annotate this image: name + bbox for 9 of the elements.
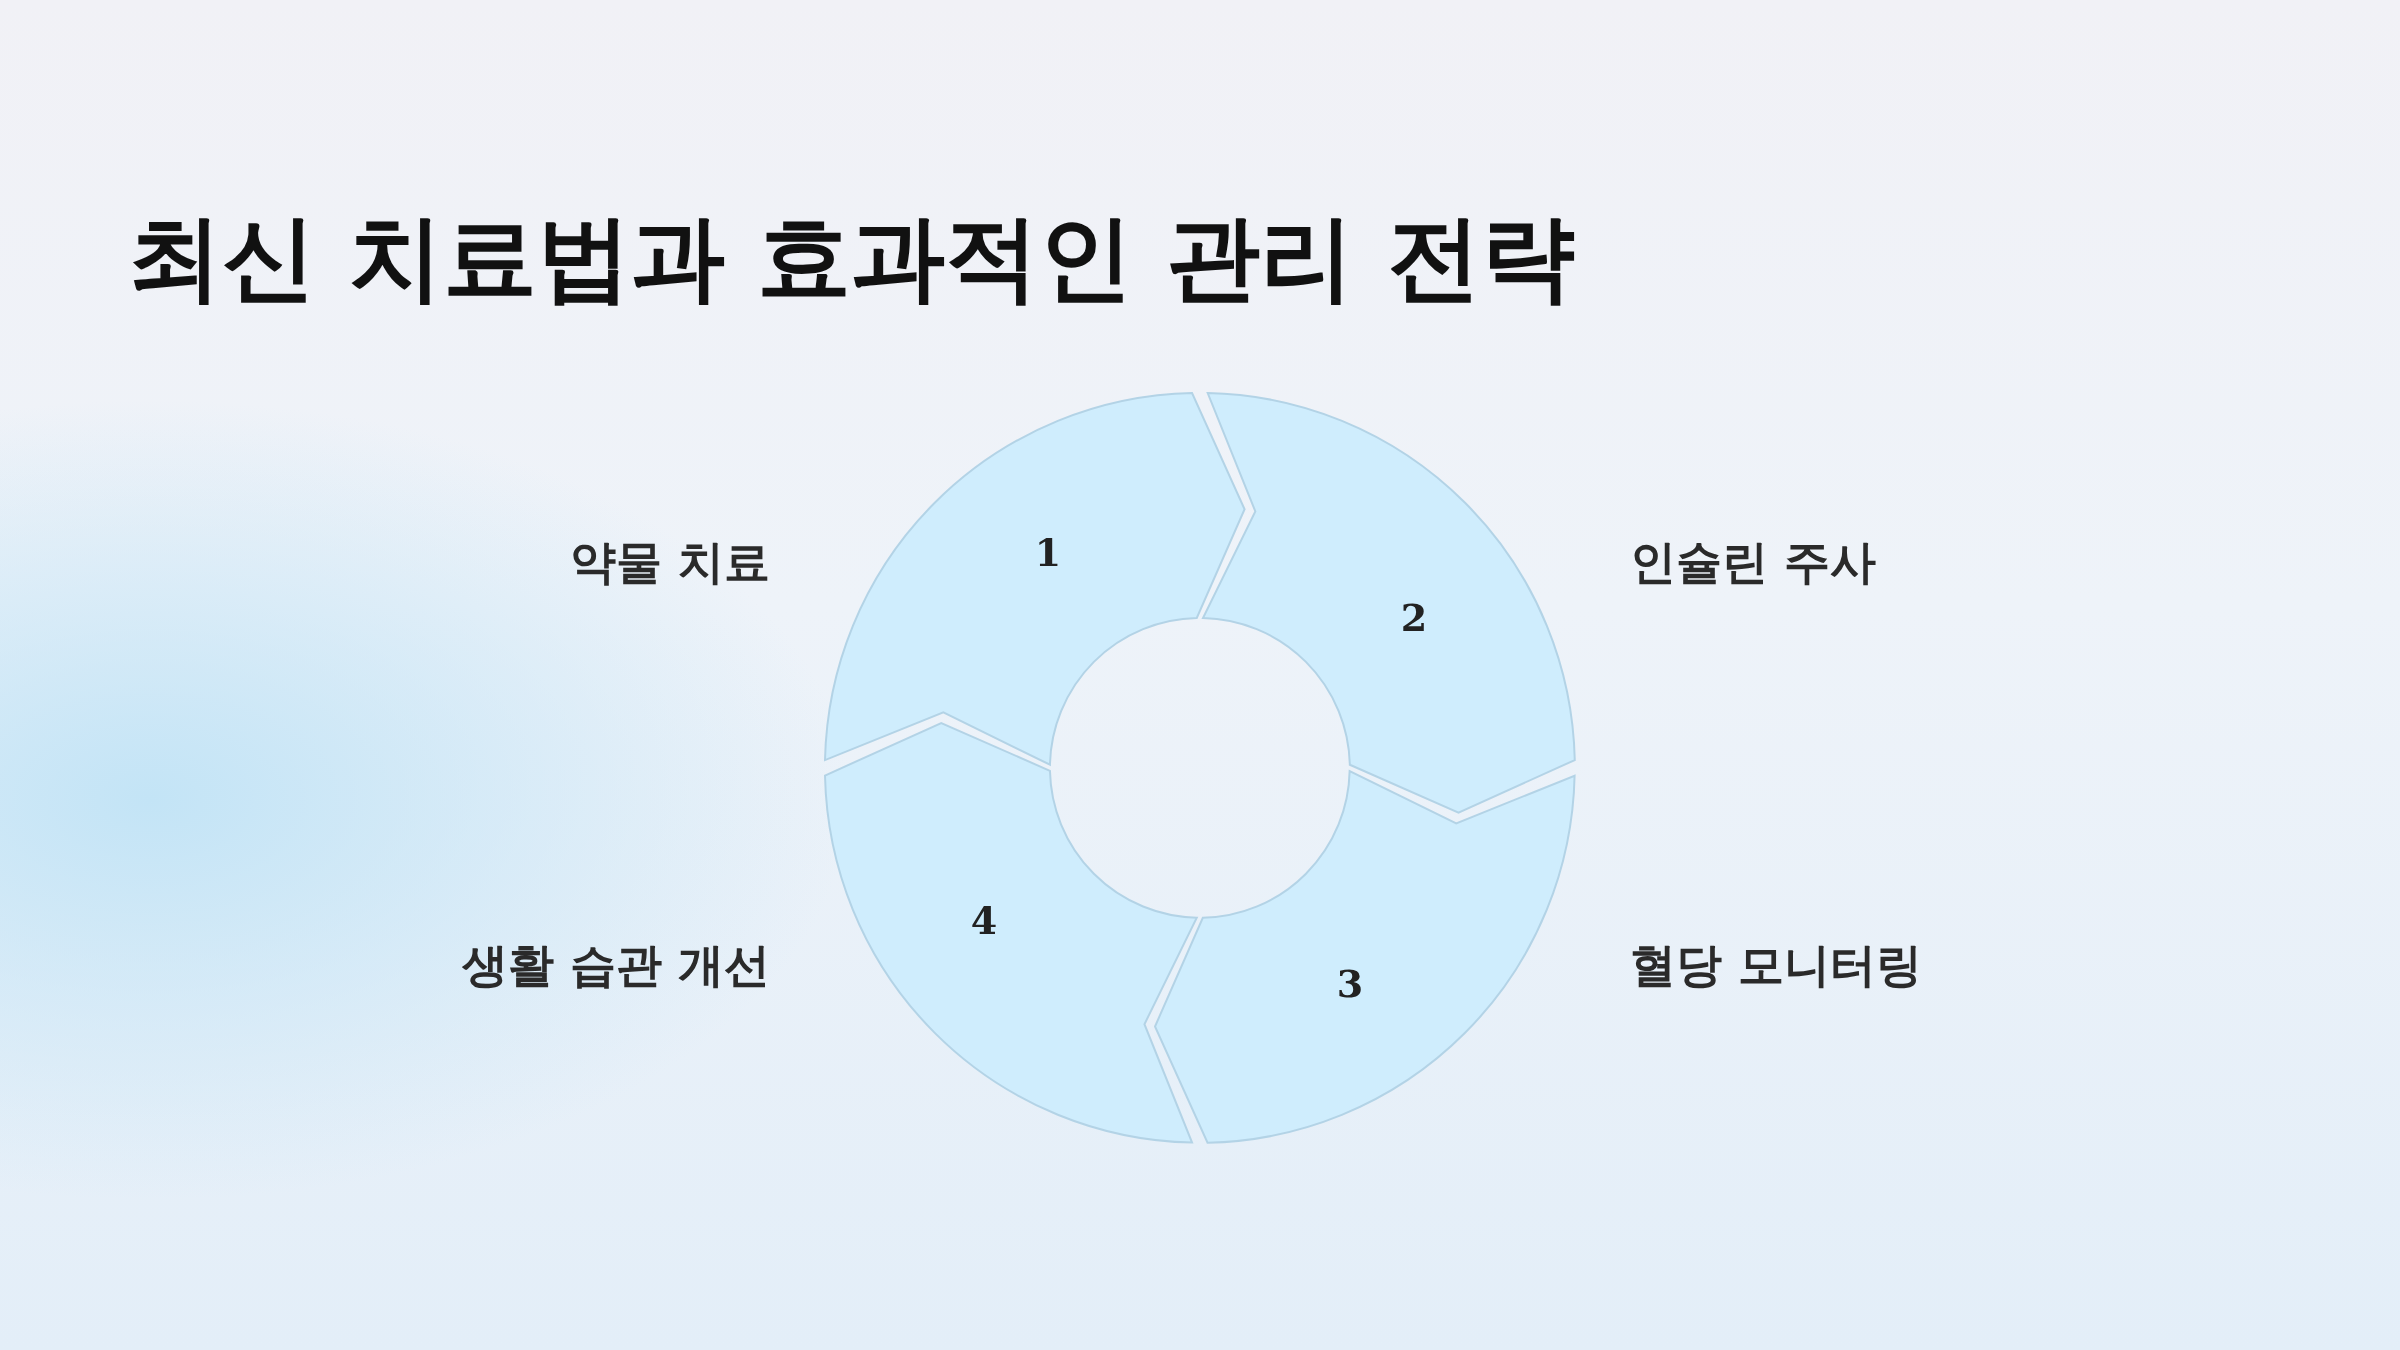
step-number: 2 (1400, 594, 1428, 640)
step-number: 1 (1034, 529, 1062, 575)
title: 최신 치료법과 효과적인 관리 전략 (128, 202, 1575, 314)
step-label: 인슐린 주사 (1630, 534, 1876, 591)
step-number: 4 (970, 897, 998, 943)
step-label: 혈당 모니터링 (1630, 937, 1922, 994)
step-label: 생활 습관 개선 (461, 937, 770, 994)
step-label: 약물 치료 (570, 534, 770, 591)
step-number: 3 (1336, 960, 1364, 1006)
